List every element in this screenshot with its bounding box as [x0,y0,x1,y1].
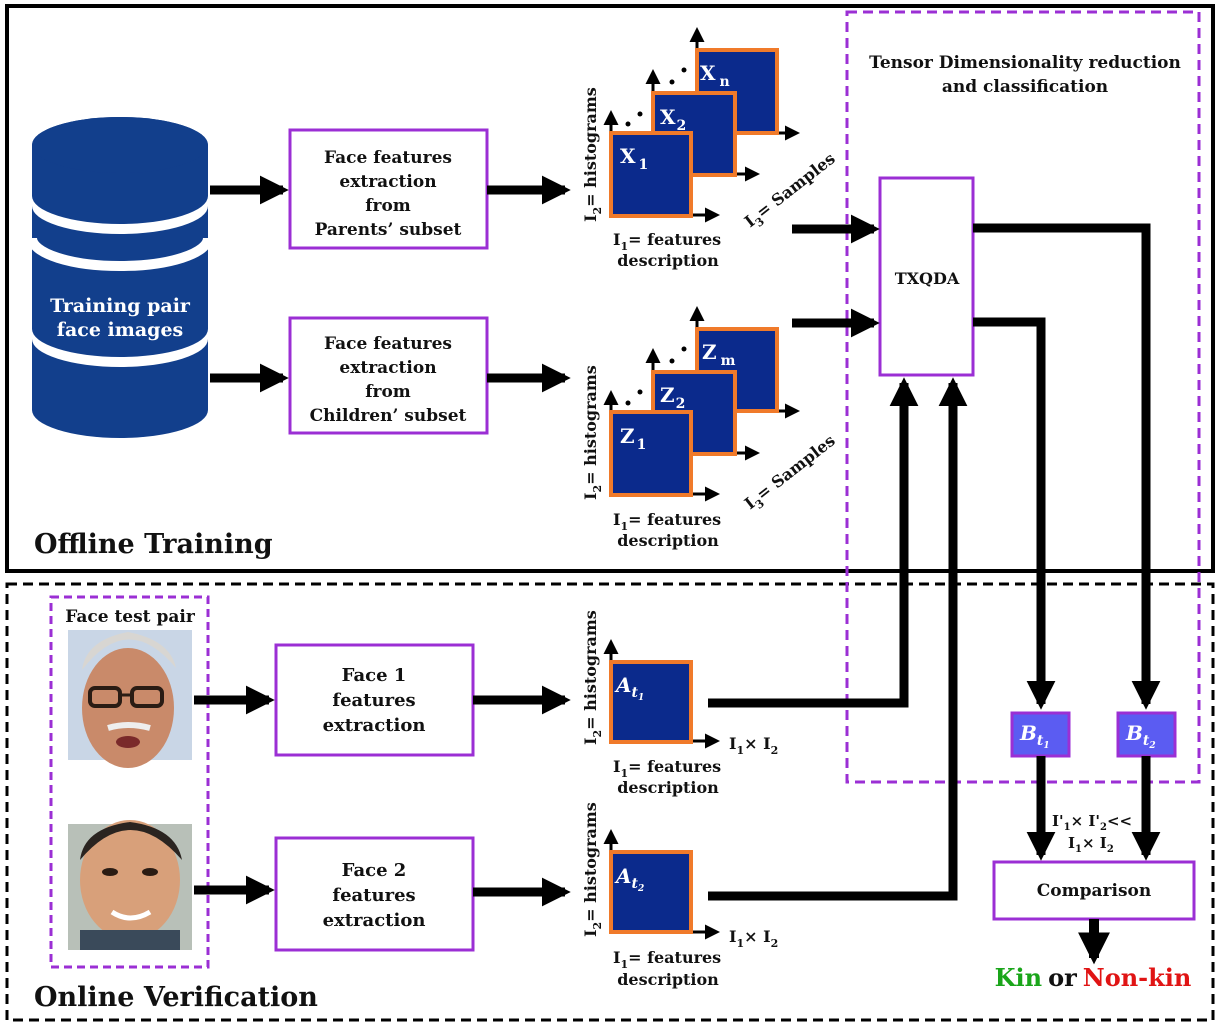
parents-extraction-box [288,128,489,250]
tensor-reduction-region [845,10,1201,784]
bt1-box [1010,711,1071,758]
at1-i1-axis-label: I1= features [613,757,721,780]
reduced-dims-line-2: I1× I2 [1068,834,1114,855]
tensor-region-title-1: Tensor Dimensionality reduction [869,53,1181,73]
txqda-label: TXQDA [895,269,960,288]
database-label-1: Training pair [50,295,191,317]
x-i3-axis-label: I3= Samples [741,149,841,234]
bt2-label: Bt2 [1125,721,1156,751]
x-i2-axis-label: I2= histograms [581,87,604,222]
children-box-line-4: Children’ subset [310,406,467,426]
x-i1-axis-label-2: description [617,251,719,270]
bt1-label: Bt1 [1019,721,1050,751]
at1-i1-axis-label-2: description [617,778,719,797]
children-extraction-box [288,316,489,435]
parents-box-line-2: extraction [339,172,436,192]
z-i1-axis-label-2: description [617,531,719,550]
at2-i1xi2-label: I1× I2 [729,927,778,950]
result-nonkin: Non-kin [1083,963,1192,992]
comparison-label: Comparison [1037,881,1151,901]
children-box-line-3: from [365,382,411,402]
tensor-x2-label: X2 [660,105,686,134]
face-test-pair-label: Face test pair [65,607,196,627]
at2-i2-axis-label: I2= histograms [581,802,604,937]
tensor-z2-label: Z2 [660,383,685,412]
tensor-stack-z [603,306,800,502]
face1-box-line-3: extraction [323,715,426,736]
face2-extraction-box [274,836,475,952]
face1-box-line-1: Face 1 [342,665,407,686]
tensor-at1 [603,639,720,749]
offline-training-frame [5,4,1215,573]
z-i2-axis-label: I2= histograms [581,365,604,500]
children-box-line-2: extraction [339,358,436,378]
face-test-pair-frame [49,595,210,969]
tensor-at2 [603,829,720,940]
tensor-stack-x [603,27,800,223]
at1-i2-axis-label: I2= histograms [581,610,604,745]
tensor-at2-label: At2 [614,864,644,894]
face-2-image [68,820,192,950]
x-i1-axis-label: I1= features [613,230,721,253]
arrow-txqda-to-bt1 [973,317,1056,710]
face1-box-line-2: features [332,690,415,711]
offline-training-title: Offline Training [34,529,273,560]
reduced-dims-line-1: I'1× I'2<< [1052,812,1132,833]
at2-i1-axis-label-2: description [617,970,719,989]
arrow-at1-to-txqda [708,377,919,708]
tensor-region-title-2: and classification [942,77,1108,97]
face1-extraction-box [274,643,475,757]
online-verification-title: Online Verification [34,982,318,1013]
face2-box-line-1: Face 2 [342,860,407,881]
online-verification-frame [5,582,1215,1022]
arrow-at2-to-txqda [708,377,968,901]
face2-box-line-2: features [332,885,415,906]
z-i1-axis-label: I1= features [613,510,721,533]
txqda-box [878,176,975,377]
parents-box-line-3: from [365,196,411,216]
parents-box-line-1: Face features [324,148,452,168]
z-i3-axis-label: I3= Samples [741,431,841,516]
result-kin: Kin [995,963,1042,992]
at2-i1-axis-label: I1= features [613,948,721,971]
training-database-icon [27,117,213,438]
at1-i1xi2-label: I1× I2 [729,734,778,757]
children-box-line-1: Face features [324,334,452,354]
arrow-txqda-to-bt2 [973,223,1161,710]
tensor-at1-label: At1 [614,673,644,703]
face-1-image [68,630,192,768]
face2-box-line-3: extraction [323,910,426,931]
parents-box-line-4: Parents’ subset [315,220,462,240]
database-label-2: face images [57,319,183,341]
bt2-box [1116,711,1177,758]
